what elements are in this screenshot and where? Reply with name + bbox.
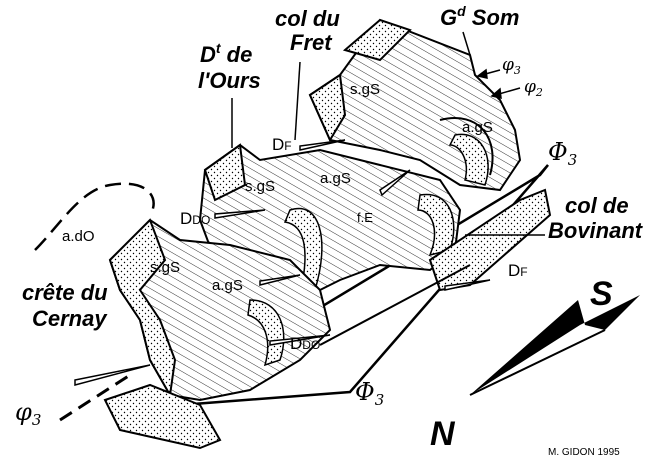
fault-ddo-front: DDO	[290, 334, 320, 353]
unit-fe: f.E	[357, 210, 373, 225]
label-gd-som: Gd Som	[440, 3, 519, 30]
label-col-du-fret-line2: Fret	[290, 30, 333, 55]
label-dt-ours-line2: l'Ours	[198, 68, 261, 93]
compass-north: N	[430, 415, 456, 453]
label-dt-ours-line1: Dt de	[200, 40, 252, 67]
label-phi3-upper: φ3	[502, 55, 521, 77]
unit-ado: a.dO	[62, 228, 95, 245]
phase-arrows	[476, 68, 521, 99]
credit: M. GIDON 1995	[548, 447, 620, 458]
unit-ags-back: a.gS	[462, 119, 493, 136]
fault-arrows	[74, 139, 491, 386]
slab-col-bovinant	[319, 188, 552, 346]
label-col-bovinant-line2: Bovinant	[548, 218, 644, 243]
unit-sgs-middle: s.gS	[245, 178, 275, 195]
unit-ags-front: a.gS	[212, 277, 243, 294]
unit-sgs-back: s.gS	[350, 81, 380, 98]
compass-south: S	[590, 275, 613, 313]
label-crete-cernay-line1: crête du	[22, 280, 108, 305]
leader-lines	[231, 31, 545, 236]
label-crete-cernay-line2: Cernay	[32, 306, 108, 331]
label-col-bovinant-line1: col de	[565, 193, 629, 218]
fold-crete-cernay	[103, 218, 332, 450]
label-Phi3-right: Φ3	[548, 138, 577, 169]
fault-ddo-middle: DDO	[180, 209, 210, 228]
eroded-fold-trace	[34, 182, 155, 251]
compass-arrow	[469, 295, 640, 396]
unit-sgs-front: s.gS	[150, 259, 180, 276]
unit-ags-middle: a.gS	[320, 170, 351, 187]
label-phi3-left: φ3	[15, 398, 41, 429]
label-col-du-fret-line1: col du	[275, 6, 340, 31]
fault-df-right: DF	[508, 261, 528, 280]
label-phi2: φ2	[524, 77, 543, 99]
fault-df-back: DF	[272, 135, 292, 154]
fold-gd-som	[308, 18, 522, 192]
label-Phi3-bottom: Φ3	[355, 378, 384, 409]
